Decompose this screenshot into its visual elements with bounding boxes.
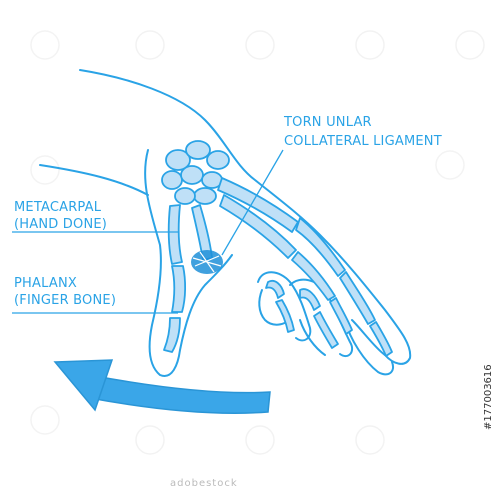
label-metacarpal-sub: (HAND DONE) [14,217,108,232]
watermark-text: adobestock [170,478,238,489]
label-metacarpal: METACARPAL [14,200,102,215]
label-phalanx-sub: (FINGER BONE) [14,293,117,308]
hand-bones [161,140,393,357]
leader-lines [12,149,284,314]
hand-outline [39,69,412,377]
torn-ligament [191,250,223,274]
watermark-pattern [30,30,485,455]
curved-left-arrow-icon [53,359,271,414]
stock-id: #177003616 [483,364,494,430]
label-torn-ligament-line1: TORN UNLAR [284,115,372,130]
label-torn-ligament-line2: COLLATERAL LIGAMENT [284,134,442,149]
label-phalanx: PHALANX [14,276,77,291]
